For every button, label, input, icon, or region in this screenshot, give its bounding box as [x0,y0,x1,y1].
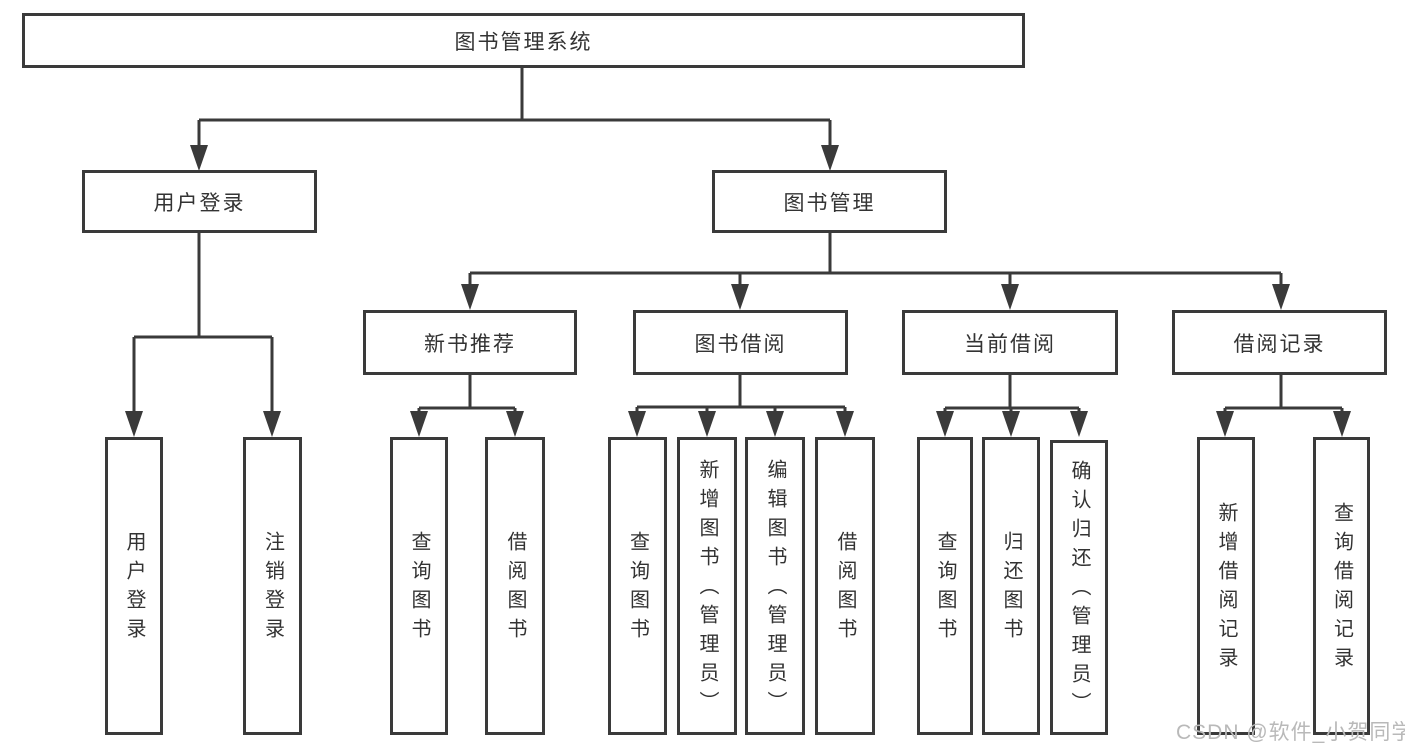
leaf-query-books-2: 查询图书 [608,437,667,735]
arrow-icon [731,284,749,310]
csdn-watermark: CSDN @软件_小贺同学 [1176,721,1405,744]
leaf-add-borrow-record: 新增借阅记录 [1197,437,1255,735]
node-current-borrowing: 当前借阅 [902,310,1118,375]
arrow-icon [1001,284,1019,310]
node-borrowing-records: 借阅记录 [1172,310,1387,375]
node-book-management: 图书管理 [712,170,947,233]
arrow-icon [628,411,646,437]
arrow-icon [125,411,143,437]
arrow-icon [1216,411,1234,437]
leaf-query-books-1: 查询图书 [390,437,448,735]
arrow-icon [190,145,208,171]
node-book-borrowing: 图书借阅 [633,310,848,375]
leaf-user-login: 用户登录 [105,437,163,735]
leaf-borrow-books-2: 借阅图书 [815,437,875,735]
arrow-icon [1272,284,1290,310]
arrowheads [125,145,1351,437]
leaf-confirm-return-admin: 确认归还（管理员） [1050,440,1108,735]
arrow-icon [936,411,954,437]
leaf-borrow-books-1: 借阅图书 [485,437,545,735]
arrow-icon [1002,411,1020,437]
leaf-edit-book-admin: 编辑图书（管理员） [745,437,805,735]
arrow-icon [1333,411,1351,437]
leaf-return-books: 归还图书 [982,437,1040,735]
node-new-book-recommend: 新书推荐 [363,310,577,375]
arrow-icon [410,411,428,437]
node-user-login: 用户登录 [82,170,317,233]
arrow-icon [821,145,839,171]
arrow-icon [766,411,784,437]
arrow-icon [461,284,479,310]
arrow-icon [698,411,716,437]
leaf-add-book-admin: 新增图书（管理员） [677,437,737,735]
arrow-icon [1070,411,1088,437]
node-root: 图书管理系统 [22,13,1025,68]
leaf-logout: 注销登录 [243,437,302,735]
arrow-icon [836,411,854,437]
arrow-icon [506,411,524,437]
leaf-query-books-3: 查询图书 [917,437,973,735]
arrow-icon [263,411,281,437]
leaf-query-borrow-record: 查询借阅记录 [1313,437,1370,735]
tree-edges [132,68,1344,431]
